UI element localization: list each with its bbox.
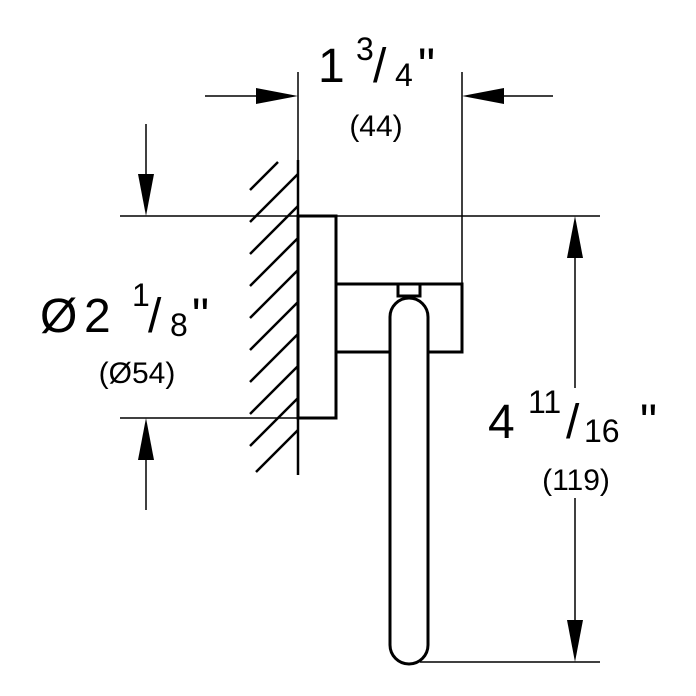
diameter-dimension: [138, 124, 154, 510]
diameter-label: Ø 2 1 / 8 " (Ø54): [40, 277, 209, 390]
wall-flange: [296, 214, 338, 420]
height-denominator: 16: [584, 413, 620, 449]
height-arrow-top: [567, 216, 583, 258]
height-numerator: 11: [528, 384, 561, 420]
hatch-line: [249, 333, 299, 383]
hatch-line: [249, 173, 299, 223]
diameter-symbol: Ø: [40, 290, 77, 343]
depth-denominator: 4: [395, 57, 413, 93]
depth-slash: /: [373, 40, 387, 93]
wall-hatching: [249, 160, 300, 475]
depth-arrow-right: [462, 88, 504, 104]
diameter-slash: /: [148, 290, 162, 343]
holder-product: [296, 214, 464, 666]
hatch-line: [249, 269, 299, 319]
hook-bar: [388, 296, 430, 666]
hatch-line: [249, 161, 279, 191]
depth-label: 1 3 / 4 " (44): [318, 31, 435, 143]
height-label: 4 11 / 16 " (119): [488, 384, 657, 497]
depth-inch-mark: ": [418, 40, 435, 93]
depth-numerator: 3: [356, 31, 374, 67]
hatch-line: [249, 205, 299, 255]
hatch-line: [249, 237, 299, 287]
height-whole: 4: [488, 396, 515, 449]
diameter-numerator: 1: [132, 277, 150, 313]
depth-metric: (44): [349, 110, 402, 143]
hook-joint: [396, 282, 422, 298]
hatch-line: [249, 365, 299, 415]
hatch-line: [249, 301, 299, 351]
diameter-arrow-bottom: [138, 418, 154, 460]
height-slash: /: [566, 396, 580, 449]
hatch-line: [255, 429, 299, 473]
diameter-denominator: 8: [170, 307, 188, 343]
diameter-arrow-top: [138, 174, 154, 216]
diameter-whole: 2: [84, 290, 111, 343]
height-dimension: [567, 216, 583, 662]
height-arrow-bottom: [567, 620, 583, 662]
diameter-metric: (Ø54): [99, 357, 176, 390]
extension-lines: [120, 72, 600, 663]
diameter-inch-mark: ": [192, 290, 209, 343]
depth-dimension: [205, 88, 553, 104]
hatch-line: [249, 397, 299, 447]
height-inch-mark: ": [640, 396, 657, 449]
depth-arrow-left: [256, 88, 298, 104]
height-metric: (119): [542, 464, 610, 497]
depth-whole: 1: [318, 40, 345, 93]
